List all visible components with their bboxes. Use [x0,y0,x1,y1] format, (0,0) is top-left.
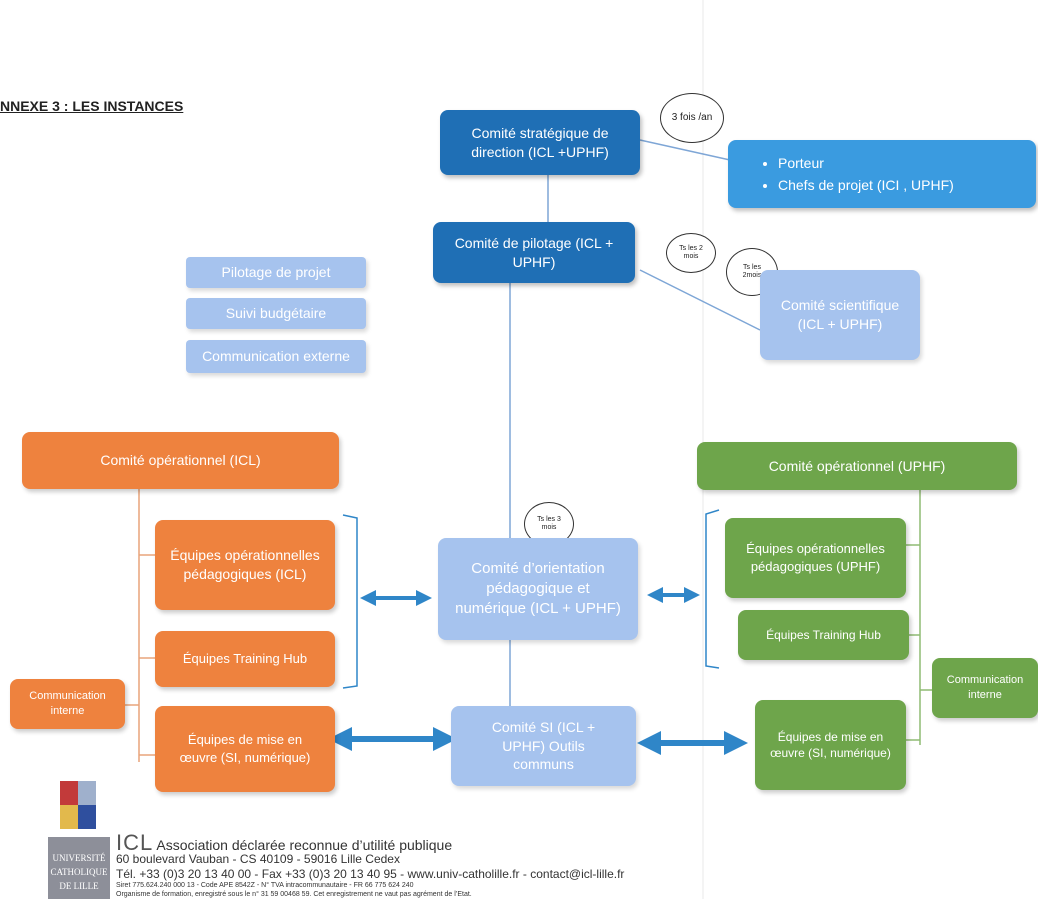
comite-operationnel-uphf-box: Comité opérationnel (UPHF) [697,442,1017,490]
task-pilotage-projet: Pilotage de projet [186,257,366,288]
mise-en-oeuvre-uphf-box: Équipes de mise en œuvre (SI, numérique) [755,700,906,790]
training-hub-icl-box: Équipes Training Hub [155,631,335,687]
comite-strategique-box: Comité stratégique de direction (ICL +UP… [440,110,640,175]
pilotage-frequency-bubble: Ts les 2 mois [666,233,716,273]
communication-interne-icl-box: Communication interne [10,679,125,729]
task-communication-externe: Communication externe [186,340,366,373]
strategic-frequency-bubble: 3 fois /an [660,93,724,143]
comite-si-box: Comité SI (ICL + UPHF) Outils communs [451,706,636,786]
comite-scientifique-box: Comité scientifique (ICL + UPHF) [760,270,920,360]
right-bracket [705,509,720,669]
svg-text:UNIVERSITÉ: UNIVERSITÉ [53,853,106,863]
equipes-pedagogiques-uphf-box: Équipes opérationnelles pédagogiques (UP… [725,518,906,598]
icl-wordmark: ICL [116,830,154,855]
page-title: NNEXE 3 : LES INSTANCES [0,98,184,114]
left-bracket [342,514,358,689]
footer-siret: Siret 775.624.240 000 13 - Code APE 8542… [116,882,414,889]
pilotage-to-scientific-line [639,269,761,331]
svg-text:DE LILLE: DE LILLE [59,881,99,891]
footer-association: Association déclarée reconnue d’utilité … [156,837,453,853]
porteur-item: Porteur [778,154,954,173]
svg-text:CATHOLIQUE: CATHOLIQUE [51,867,108,877]
university-logo: UNIVERSITÉ CATHOLIQUE DE LILLE [48,779,110,899]
porteur-box: Porteur Chefs de projet (ICI , UPHF) [728,140,1036,208]
footer-contact: Tél. +33 (0)3 20 13 40 00 - Fax +33 (0)3… [116,867,625,881]
logo-emblem: UNIVERSITÉ CATHOLIQUE DE LILLE [48,781,110,899]
mise-en-oeuvre-icl-box: Équipes de mise en œuvre (SI, numérique) [155,706,335,792]
communication-interne-uphf-box: Communication interne [932,658,1038,718]
strategic-to-porteur-line [639,139,731,161]
comite-operationnel-icl-box: Comité opérationnel (ICL) [22,432,339,489]
porteur-list: Porteur Chefs de projet (ICI , UPHF) [756,151,954,198]
comite-orientation-box: Comité d’orientation pédagogique et numé… [438,538,638,640]
porteur-item: Chefs de projet (ICI , UPHF) [778,176,954,195]
footer-association-line: ICL Association déclarée reconnue d’util… [116,830,452,856]
task-suivi-budgetaire: Suivi budgétaire [186,298,366,329]
training-hub-uphf-box: Équipes Training Hub [738,610,909,660]
equipes-pedagogiques-icl-box: Équipes opérationnelles pédagogiques (IC… [155,520,335,610]
footer-organisme: Organisme de formation, enregistré sous … [116,891,472,898]
footer-address: 60 boulevard Vauban - CS 40109 - 59016 L… [116,852,400,866]
comite-pilotage-box: Comité de pilotage (ICL + UPHF) [433,222,635,283]
